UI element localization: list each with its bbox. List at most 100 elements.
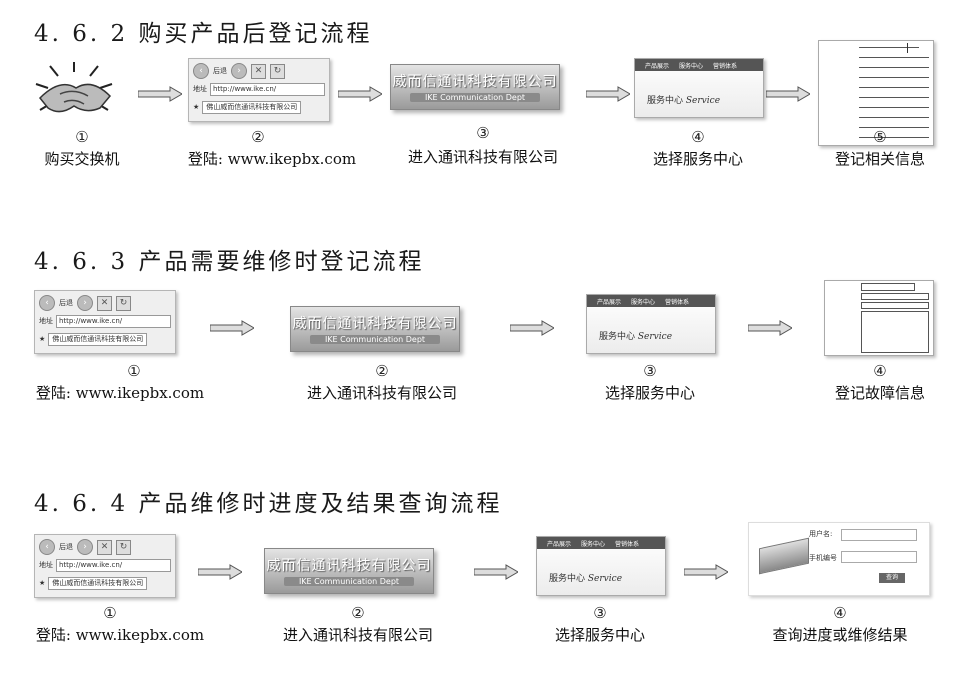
back-arrow-icon: ‹ [39,539,55,555]
section-heading-463: 4. 6. 3 产品需要维修时登记流程 [34,249,425,275]
company-banner: 威而信通讯科技有限公司 IKE Communication Dept [290,306,460,352]
step-label: 选择服务中心 [652,150,744,168]
back-arrow-icon: ‹ [193,63,209,79]
step-number: ② [251,128,265,146]
star-icon: ★ [39,579,46,587]
service-center-screenshot: 产品展示 服务中心 营销体系 服务中心 Service [586,294,716,354]
serial-input [841,551,917,563]
step-number: ② [375,362,389,380]
back-label: 后退 [59,299,73,307]
address-label: 地址 [39,561,53,569]
service-title-en: Service [637,332,673,342]
company-name-en: IKE Communication Dept [310,335,440,344]
menu-item: 产品展示 [645,62,670,70]
menu-item: 服务中心 [581,540,606,548]
registration-form-screenshot [818,40,934,146]
step-number: ② [351,604,365,622]
address-bar: http://www.ike.cn/ [56,558,171,572]
forward-arrow-icon: › [77,539,93,555]
browser-tab: 佛山威而信通讯科技有限公司 [48,576,148,590]
step-label: 登陆: www.ikepbx.com [35,626,205,644]
right-arrow-icon [210,320,254,336]
user-input [841,529,917,541]
refresh-icon: ↻ [270,63,285,79]
company-name: 威而信通讯科技有限公司 [266,558,432,574]
browser-tab: 佛山威而信通讯科技有限公司 [202,100,302,114]
step-number: ③ [593,604,607,622]
right-arrow-icon [748,320,792,336]
right-arrow-icon [138,86,182,102]
right-arrow-icon [338,86,382,102]
step-number: ① [103,604,117,622]
company-name-en: IKE Communication Dept [284,577,414,586]
step-label: 登陆: www.ikepbx.com [35,384,205,402]
forward-arrow-icon: › [231,63,247,79]
fault-form-screenshot [824,280,934,356]
menu-item: 服务中心 [679,62,704,70]
step-label: 登记相关信息 [834,150,926,168]
step-label: 购买交换机 [44,150,120,168]
browser-screenshot: ‹ 后退 › ✕ ↻ 地址 http://www.ike.cn/ ★ 佛山威而信… [34,290,176,354]
back-arrow-icon: ‹ [39,295,55,311]
step-label: 登记故障信息 [834,384,926,402]
address-bar: http://www.ike.cn/ [56,314,171,328]
menu-item: 服务中心 [631,298,656,306]
address-label: 地址 [193,85,207,93]
right-arrow-icon [474,564,518,580]
query-screenshot: 用户名: 手机编号 查询 [748,522,930,596]
menu-item: 产品展示 [597,298,622,306]
device-image [759,537,809,575]
service-title-en: Service [685,96,721,106]
step-number: ⑤ [873,128,887,146]
step-number: ① [127,362,141,380]
step-label: 登陆: www.ikepbx.com [187,150,357,168]
browser-screenshot: ‹ 后退 › ✕ ↻ 地址 http://www.ike.cn/ ★ 佛山威而信… [188,58,330,122]
step-number: ③ [476,124,490,142]
step-number: ① [75,128,89,146]
step-number: ④ [833,604,847,622]
step-number: ④ [691,128,705,146]
company-name: 威而信通讯科技有限公司 [392,74,558,90]
company-name-en: IKE Communication Dept [410,93,540,102]
service-title-en: Service [587,574,623,584]
service-title: 服务中心 [549,574,586,584]
menu-item: 营销体系 [665,298,690,306]
refresh-icon: ↻ [116,539,131,555]
back-label: 后退 [213,67,227,75]
close-icon: ✕ [97,539,112,555]
right-arrow-icon [510,320,554,336]
star-icon: ★ [193,103,200,111]
menu-item: 营销体系 [713,62,738,70]
step-number: ③ [643,362,657,380]
menu-item: 产品展示 [547,540,572,548]
step-label: 查询进度或维修结果 [772,626,908,644]
right-arrow-icon [766,86,810,102]
service-center-screenshot: 产品展示 服务中心 营销体系 服务中心 Service [536,536,666,596]
section-heading-462: 4. 6. 2 购买产品后登记流程 [34,21,373,47]
handshake-icon [35,62,113,113]
step-number: ④ [873,362,887,380]
address-label: 地址 [39,317,53,325]
star-icon: ★ [39,335,46,343]
right-arrow-icon [684,564,728,580]
step-label: 选择服务中心 [604,384,696,402]
right-arrow-icon [198,564,242,580]
browser-tab: 佛山威而信通讯科技有限公司 [48,332,148,346]
menu-item: 营销体系 [615,540,640,548]
company-name: 威而信通讯科技有限公司 [292,316,458,332]
service-center-screenshot: 产品展示 服务中心 营销体系 服务中心 Service [634,58,764,118]
address-bar: http://www.ike.cn/ [210,82,325,96]
serial-label: 手机编号 [809,554,837,562]
step-label: 进入通讯科技有限公司 [407,148,559,166]
close-icon: ✕ [251,63,266,79]
back-label: 后退 [59,543,73,551]
step-label: 进入通讯科技有限公司 [306,384,458,402]
forward-arrow-icon: › [77,295,93,311]
section-heading-464: 4. 6. 4 产品维修时进度及结果查询流程 [34,491,503,517]
browser-screenshot: ‹ 后退 › ✕ ↻ 地址 http://www.ike.cn/ ★ 佛山威而信… [34,534,176,598]
right-arrow-icon [586,86,630,102]
step-label: 进入通讯科技有限公司 [282,626,434,644]
service-title: 服务中心 [647,96,684,106]
company-banner: 威而信通讯科技有限公司 IKE Communication Dept [390,64,560,110]
close-icon: ✕ [97,295,112,311]
